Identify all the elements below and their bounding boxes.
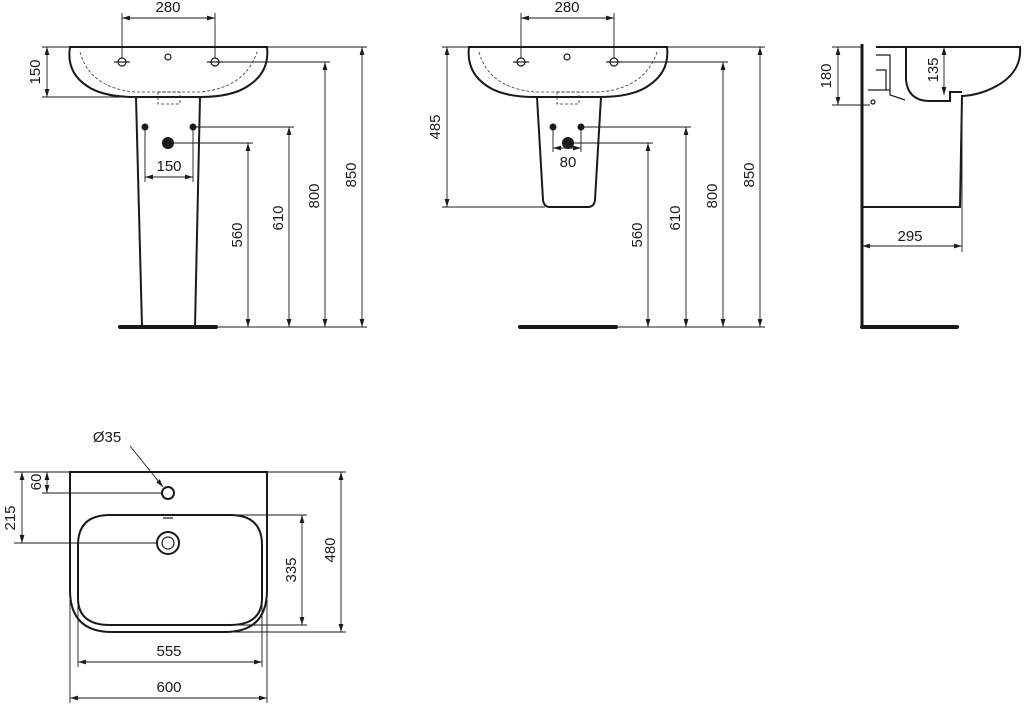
pedestal-outline [135, 96, 201, 328]
dim-tap-spacing: 280 [155, 0, 180, 16]
dim-tap-hole-diameter: Ø35 [93, 429, 121, 446]
fixing-point [870, 99, 876, 105]
waste-outlet-icon [156, 531, 180, 555]
dim-inlet-spacing: 150 [156, 158, 181, 175]
dim-bowl-width: 555 [156, 643, 181, 660]
dim-tap-spacing: 280 [554, 0, 579, 16]
dim-waste-height: 560 [229, 222, 246, 247]
dim-tap-height: 800 [306, 183, 323, 208]
dim-projection: 295 [897, 228, 922, 245]
dim-basin-height: 180 [818, 63, 835, 88]
dim-semipedestal-bottom: 485 [427, 114, 444, 139]
overflow-hidden [157, 91, 181, 105]
semipedestal-outline [536, 96, 602, 208]
basin-profile [862, 46, 1022, 208]
dimension-lines [442, 13, 765, 328]
waste-inner-ring [161, 536, 175, 550]
dim-overall-depth: 480 [322, 537, 339, 562]
dim-tap-height: 800 [704, 183, 721, 208]
dimension-lines [832, 46, 963, 252]
dim-inlet-spacing: 80 [560, 154, 577, 171]
tap-hole-marks [114, 53, 223, 67]
dim-waste-offset: 215 [2, 505, 19, 530]
front-semipedestal-view: 280 485 80 560 610 800 850 [427, 0, 765, 329]
tap-hole-marks [513, 53, 622, 67]
overflow-hidden [556, 91, 580, 105]
front-pedestal-view: 280 150 150 560 610 800 850 [27, 0, 367, 329]
dim-inlet-height: 610 [667, 205, 684, 230]
dim-bowl-depth: 135 [925, 57, 942, 82]
dim-overall-height: 850 [343, 162, 360, 187]
bowl-hidden-line [478, 51, 658, 93]
tap-hole-icon [161, 486, 175, 500]
basin-top-outline [69, 471, 268, 633]
side-view: 180 135 295 [818, 44, 1022, 329]
dim-inlet-height: 610 [270, 205, 287, 230]
dim-overall-width: 600 [156, 679, 181, 696]
bowl-hidden-line [79, 51, 258, 93]
dim-waste-height: 560 [629, 222, 646, 247]
top-view: Ø35 60 215 335 480 555 600 [2, 429, 346, 703]
bowl-profile [905, 47, 962, 102]
dimension-lines [14, 445, 346, 703]
dimension-lines [42, 13, 367, 328]
dim-overall-height: 850 [741, 162, 758, 187]
dim-bowl-depth: 335 [283, 557, 300, 582]
dim-tap-hole-offset: 60 [28, 474, 45, 491]
dim-basin-depth: 150 [27, 59, 44, 84]
trap-outline [868, 54, 906, 101]
